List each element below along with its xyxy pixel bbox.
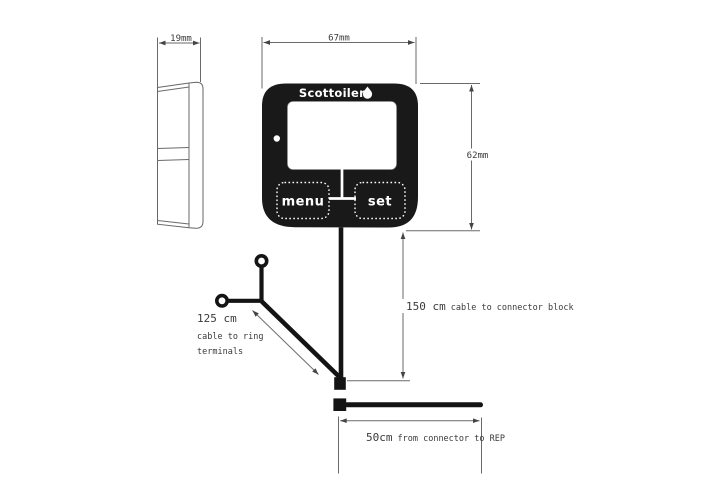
depth-extension-lines — [157, 37, 201, 87]
ring-terminal-cable — [260, 299, 344, 381]
height-label-mask — [463, 148, 492, 161]
cables — [215, 227, 483, 411]
dimension-cable-connector-block: 150 cm cable to connector block — [347, 232, 574, 382]
oil-drop-icon — [362, 86, 373, 99]
dimension-width: 67mm — [261, 34, 417, 89]
ring-cable-text-line1: cable to ring — [197, 332, 264, 342]
front-view: Scottoiler menu set — [262, 83, 418, 228]
dimension-height: 62mm — [406, 83, 492, 232]
ring-cable-dimension-line — [252, 310, 319, 375]
height-extension-lines — [406, 83, 480, 232]
connector-block-upper — [334, 377, 346, 390]
ring-terminal-left — [215, 293, 230, 308]
menu-button-label: menu — [282, 195, 325, 210]
rep-cable-value: 50cm — [366, 431, 393, 444]
lcd-screen — [287, 101, 397, 170]
ring-terminal-leads — [227, 266, 264, 303]
side-profile-bezel-line — [157, 86, 190, 92]
led-indicator — [273, 135, 280, 142]
menu-button — [276, 181, 330, 220]
connector-cable-text: cable to connector block — [451, 303, 574, 313]
side-profile-seam-lines — [157, 147, 190, 225]
ring-cable-text-line2: terminals — [197, 347, 243, 357]
rep-cable-text: from connector to REP — [398, 434, 505, 444]
brand-logo-text: Scottoiler — [299, 86, 365, 100]
set-button-label: set — [368, 195, 392, 210]
dimension-cable-rep: 50cm from connector to REP — [338, 416, 505, 474]
height-dimension-label: 62mm — [467, 151, 489, 161]
connector-cable-label: 150 cm cable to connector block — [406, 300, 574, 313]
set-button — [354, 181, 406, 220]
ring-cable-value: 125 cm — [197, 312, 237, 325]
button-connector-line — [329, 169, 356, 200]
dimension-cable-ring-terminals: 125 cm cable to ring terminals — [197, 310, 319, 375]
width-dimension-label: 67mm — [328, 34, 350, 44]
rep-cable-label: 50cm from connector to REP — [366, 431, 505, 444]
side-profile-outline — [157, 81, 204, 229]
connector-cable-value: 150 cm — [406, 300, 446, 313]
dimension-depth: 19mm — [157, 34, 201, 87]
connector-label-mask — [402, 299, 412, 313]
connector-block-lower — [333, 398, 347, 411]
depth-dimension-label: 19mm — [170, 34, 192, 44]
side-view — [157, 81, 204, 229]
ring-terminal-top — [254, 254, 269, 269]
rep-extension-lines — [338, 416, 482, 474]
width-extension-lines — [261, 37, 417, 89]
